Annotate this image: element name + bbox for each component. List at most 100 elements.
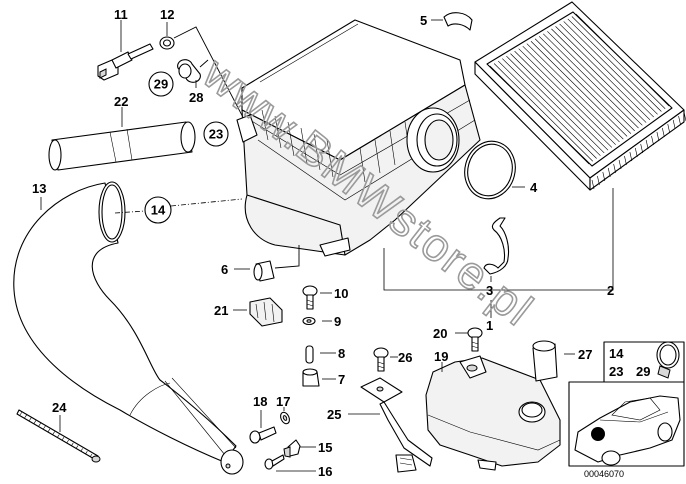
car-silhouette-icon — [574, 395, 681, 466]
label-19[interactable]: 19 — [434, 349, 448, 364]
label-26[interactable]: 26 — [398, 350, 412, 365]
tie-tooth — [66, 439, 69, 444]
label-20[interactable]: 20 — [433, 326, 447, 341]
label-8[interactable]: 8 — [338, 346, 345, 361]
label-29: 29 — [154, 77, 168, 92]
part-22-intake-pipe[interactable] — [48, 121, 196, 171]
tie-tooth — [80, 448, 83, 452]
part-9-washer[interactable] — [302, 316, 316, 326]
part-20-bolt[interactable] — [467, 327, 483, 352]
label-17[interactable]: 17 — [276, 394, 290, 409]
tie-tooth — [61, 437, 65, 441]
part-10-bolt[interactable] — [302, 285, 318, 310]
part-12-seal-ring[interactable] — [159, 36, 175, 50]
part-4-seal-ring[interactable] — [458, 136, 521, 205]
part-8-sleeve[interactable] — [305, 345, 314, 364]
filter-pleat — [510, 53, 609, 151]
part-27-sleeve[interactable] — [532, 340, 558, 382]
inset-label-14[interactable]: 14 — [609, 346, 624, 361]
filter-pleat — [518, 48, 616, 145]
label-15[interactable]: 15 — [318, 440, 332, 455]
pleat-tooth — [672, 119, 676, 130]
part-15-clip-nut[interactable] — [283, 439, 301, 458]
filter-pleat — [534, 38, 632, 134]
part-28-grommet[interactable] — [177, 59, 201, 83]
label-9[interactable]: 9 — [334, 314, 341, 329]
part-1-intake-silencer[interactable] — [236, 19, 481, 257]
pleat-tooth — [667, 123, 671, 134]
callout-23[interactable]: 23 — [203, 121, 229, 147]
pleat-tooth — [613, 163, 616, 174]
part-5-clip[interactable] — [443, 12, 473, 31]
inset-label-29[interactable]: 29 — [636, 364, 650, 379]
tie-tooth — [57, 434, 60, 438]
tie-tooth — [47, 428, 51, 432]
tie-tooth — [29, 417, 32, 421]
filter-pleat — [538, 36, 635, 132]
label-14: 14 — [151, 203, 166, 218]
part-7-buffer[interactable] — [302, 368, 320, 387]
leader-14b — [170, 198, 243, 207]
label-11[interactable]: 11 — [114, 7, 128, 22]
tie-tooth — [71, 442, 74, 446]
label-10[interactable]: 10 — [334, 286, 348, 301]
filter-pleat — [530, 41, 628, 137]
part-26-bolt[interactable] — [373, 347, 389, 372]
label-5[interactable]: 5 — [420, 13, 427, 28]
callout-29[interactable]: 29 — [148, 71, 174, 97]
filter-pleat — [502, 58, 601, 156]
pleat-tooth — [678, 115, 681, 126]
leader-28b — [199, 59, 209, 68]
part-18-bolt[interactable] — [249, 426, 277, 444]
label-4[interactable]: 4 — [530, 180, 538, 195]
label-12[interactable]: 12 — [160, 7, 174, 22]
callout-14[interactable]: 14 — [144, 196, 172, 224]
filter-pleat — [563, 21, 658, 115]
tie-tooth — [89, 453, 93, 458]
tie-tooth — [33, 420, 37, 424]
label-21[interactable]: 21 — [214, 303, 228, 318]
pleat-tooth — [651, 135, 654, 146]
filter-pleat — [493, 63, 594, 162]
label-6[interactable]: 6 — [221, 262, 228, 277]
filter-pleat — [567, 18, 662, 112]
part-2-filter-cartridge[interactable] — [474, 1, 686, 191]
pleat-tooth — [629, 151, 633, 162]
pleat-tooth — [640, 143, 643, 154]
filter-pleat — [559, 23, 654, 118]
filter-pleat — [555, 26, 651, 121]
pleat-tooth — [591, 179, 595, 190]
part-21-rubber-mount[interactable] — [249, 297, 283, 327]
filter-pleat — [497, 60, 597, 159]
tie-tooth — [24, 414, 27, 418]
part-3-strap[interactable] — [483, 217, 510, 275]
pleat-tooth — [656, 131, 660, 142]
label-25[interactable]: 25 — [327, 407, 341, 422]
cable-tie-teeth — [19, 411, 93, 458]
part-24-cable-tie[interactable] — [16, 409, 101, 463]
label-13[interactable]: 13 — [32, 181, 46, 196]
label-2[interactable]: 2 — [607, 283, 614, 298]
filter-pleat-teeth — [591, 111, 686, 190]
label-22[interactable]: 22 — [114, 94, 128, 109]
tie-tooth — [43, 425, 46, 430]
label-27[interactable]: 27 — [578, 347, 592, 362]
pleat-tooth — [645, 139, 649, 150]
part-17-washer[interactable] — [279, 411, 291, 425]
part-16-screw[interactable] — [264, 454, 285, 470]
inset-label-23[interactable]: 23 — [609, 364, 623, 379]
label-28[interactable]: 28 — [189, 90, 203, 105]
label-16[interactable]: 16 — [318, 464, 332, 479]
part-19-resonator[interactable] — [425, 355, 561, 471]
dash-line-12 — [173, 26, 261, 151]
label-1[interactable]: 1 — [486, 318, 493, 333]
label-3[interactable]: 3 — [486, 283, 493, 298]
filter-pleats — [489, 13, 670, 165]
label-24[interactable]: 24 — [52, 400, 67, 415]
filter-pleat — [547, 31, 643, 126]
label-7[interactable]: 7 — [338, 372, 345, 387]
part-11-sensor[interactable] — [97, 43, 154, 81]
part-6-grommet[interactable] — [253, 260, 275, 282]
label-18[interactable]: 18 — [253, 394, 267, 409]
part-25-bracket[interactable] — [360, 377, 433, 473]
